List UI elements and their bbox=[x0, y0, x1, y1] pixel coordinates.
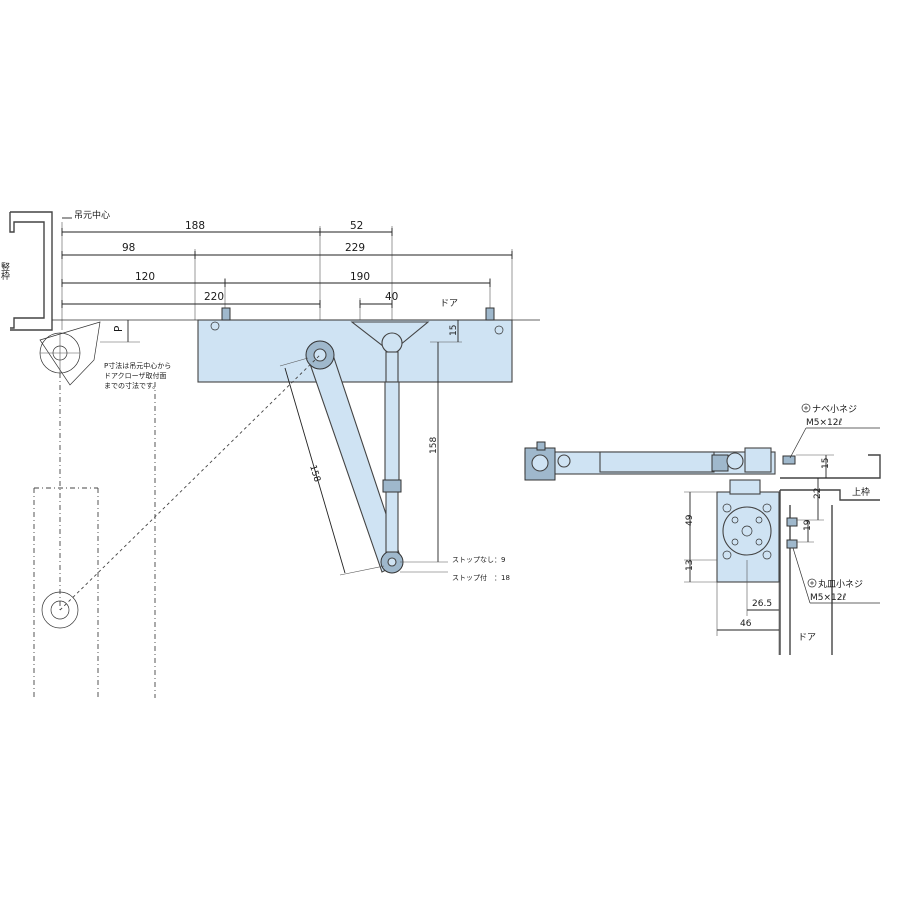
dim-19: 19 bbox=[803, 519, 813, 531]
top-dimensions bbox=[61, 226, 513, 345]
main-arm bbox=[305, 340, 404, 574]
p-note-1: P寸法は吊元中心から bbox=[104, 361, 171, 370]
dim-52: 52 bbox=[350, 220, 363, 232]
dim-190: 190 bbox=[350, 271, 370, 283]
dim-13: 13 bbox=[685, 560, 695, 571]
dim-158-vert: 158 bbox=[429, 437, 439, 454]
closer-body bbox=[197, 307, 513, 383]
side-view-arm bbox=[524, 441, 776, 481]
dim-220: 220 bbox=[204, 291, 224, 303]
door-side-label: ドア bbox=[798, 633, 816, 643]
screw-bottom-size: M5×12ℓ bbox=[810, 593, 846, 603]
door-open-position bbox=[33, 354, 321, 698]
dim-120: 120 bbox=[135, 271, 155, 283]
hinge-top bbox=[39, 321, 101, 386]
dim-188: 188 bbox=[185, 220, 205, 232]
p-note-3: までの寸法です。 bbox=[104, 381, 159, 390]
jamb-label: 竪枠 bbox=[0, 262, 10, 281]
door-top-label: ドア bbox=[440, 299, 458, 309]
dim-49: 49 bbox=[685, 514, 695, 526]
screws-right bbox=[782, 455, 798, 549]
hinge-center-label: 吊元中心 bbox=[74, 209, 110, 221]
top-frame bbox=[779, 454, 881, 655]
dim-158-arm: 158 bbox=[307, 464, 322, 484]
dim-15-right: 15 bbox=[821, 458, 831, 469]
screw-bottom-name: 丸皿小ネジ bbox=[818, 578, 863, 590]
dim-15-left: 15 bbox=[449, 325, 459, 336]
side-dimensions bbox=[684, 454, 834, 655]
dim-98: 98 bbox=[122, 242, 135, 254]
p-note-2: ドアクローザ取付面 bbox=[104, 371, 167, 380]
dim-46: 46 bbox=[740, 619, 752, 629]
dim-229: 229 bbox=[345, 242, 365, 254]
dim-26-5: 26.5 bbox=[752, 599, 772, 609]
jamb-frame bbox=[9, 211, 53, 331]
dim-22: 22 bbox=[813, 488, 823, 499]
p-mark: P bbox=[113, 326, 125, 332]
side-view-body bbox=[716, 479, 780, 583]
screw-top-size: M5×12ℓ bbox=[806, 418, 842, 428]
top-frame-label: 上枠 bbox=[852, 486, 870, 498]
stop-with-note: ストップ付 ：18 bbox=[452, 573, 510, 582]
forearm-rod bbox=[382, 351, 402, 553]
screw-top-name: ナベ小ネジ bbox=[812, 404, 857, 415]
dim-40: 40 bbox=[385, 291, 398, 303]
stop-none-note: ストップなし：9 bbox=[452, 556, 505, 564]
